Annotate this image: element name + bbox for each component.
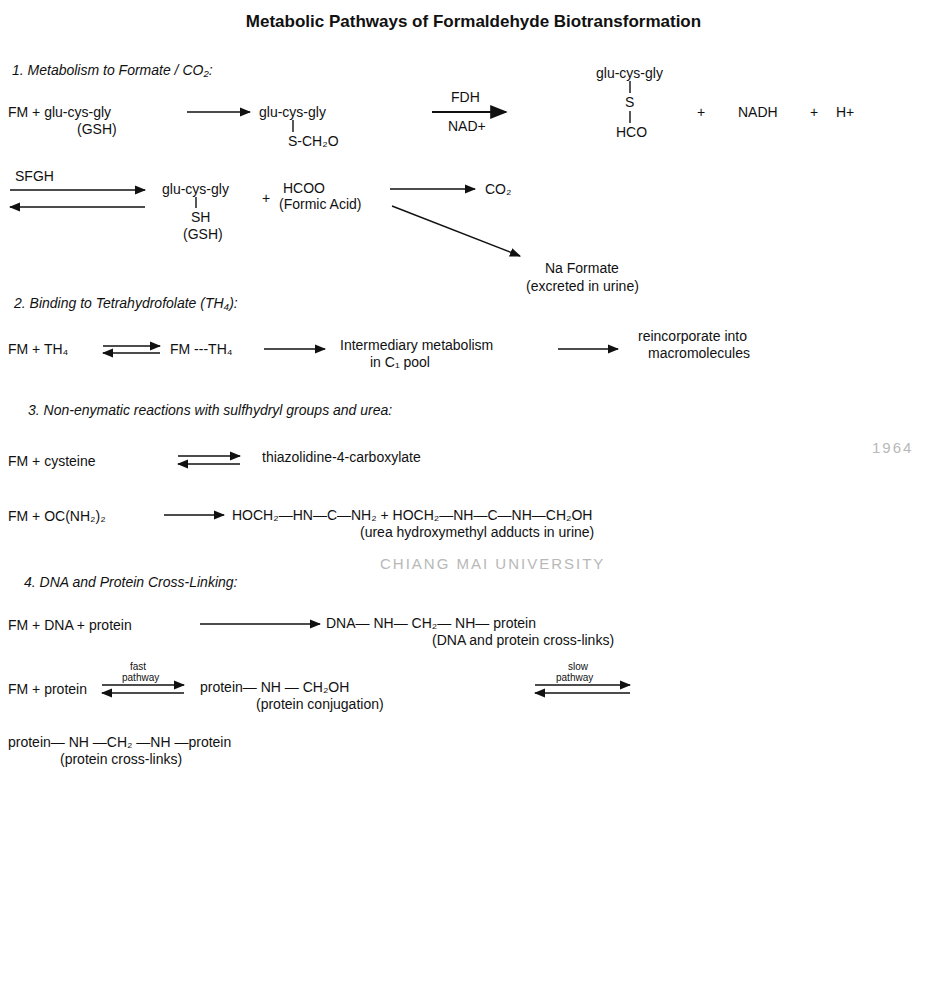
enzyme-label: SFGH: [15, 168, 54, 184]
reaction-arrow: [178, 463, 240, 464]
reaction-arrow: [187, 111, 250, 112]
reaction-arrow: [10, 189, 145, 190]
bond-line: [292, 120, 293, 132]
watermark: CHIANG MAI UNIVERSITY: [380, 556, 605, 572]
reactant: FM + cysteine: [8, 453, 96, 469]
reactant: FM + TH₄: [8, 341, 68, 357]
product: NADH: [738, 104, 778, 120]
pathway-label: pathway: [556, 672, 593, 683]
reactant: FM + glu-cys-gly: [8, 104, 111, 120]
outcome-label: reincorporate into: [638, 328, 747, 344]
reaction-arrow: [10, 206, 145, 207]
reaction-arrow: [535, 684, 630, 685]
reaction-arrow: [535, 692, 630, 693]
product: HCOO: [283, 180, 325, 196]
complex: FM ---TH₄: [170, 341, 232, 357]
product: Na Formate: [545, 260, 619, 276]
pathway-label: pathway: [122, 672, 159, 683]
product: thiazolidine-4-carboxylate: [262, 449, 421, 465]
reaction-arrow: [390, 188, 475, 189]
product: HOCH₂—HN—C—NH₂ + HOCH₂—NH—C—NH—CH₂OH: [232, 507, 592, 523]
product-note: (urea hydroxymethyl adducts in urine): [360, 524, 594, 540]
reaction-arrow: [103, 352, 160, 353]
product: DNA— NH— CH₂— NH— protein: [326, 615, 536, 631]
reactant: FM + OC(NH₂)₂: [8, 508, 106, 524]
reactant: FM + DNA + protein: [8, 617, 132, 633]
reaction-arrow: [432, 111, 506, 113]
product: H+: [836, 104, 854, 120]
molecule-group: SH: [191, 209, 210, 225]
reaction-arrow: [558, 348, 618, 349]
pathway-label: slow: [568, 661, 588, 672]
abbreviation: (GSH): [77, 121, 117, 137]
section-heading: 2. Binding to Tetrahydrofolate (TH₄):: [14, 295, 238, 311]
watermark: 1964: [872, 440, 913, 456]
process-label: in C₁ pool: [370, 354, 430, 370]
section-heading: 4. DNA and Protein Cross-Linking:: [24, 574, 237, 590]
bond-line: [195, 197, 196, 208]
product: protein— NH — CH₂OH: [200, 679, 349, 695]
reaction-arrow: [103, 345, 160, 346]
molecule-group: S-CH₂O: [288, 133, 339, 149]
product-note: (Formic Acid): [279, 196, 361, 212]
product-note: (excreted in urine): [526, 278, 639, 294]
reaction-arrow: [102, 692, 184, 693]
molecule-group: S: [625, 94, 634, 110]
pathway-label: fast: [130, 661, 146, 672]
abbreviation: (GSH): [183, 226, 223, 242]
bond-line: [629, 81, 630, 93]
reaction-arrow: [264, 348, 325, 349]
bond-line: [629, 111, 630, 123]
plus-sign: +: [262, 190, 270, 206]
product-note: (protein cross-links): [60, 751, 182, 767]
reaction-arrow: [164, 514, 224, 515]
product: protein— NH —CH₂ —NH —protein: [8, 734, 231, 750]
molecule: glu-cys-gly: [162, 181, 229, 197]
reaction-arrow: [392, 206, 520, 256]
diagram-title: Metabolic Pathways of Formaldehyde Biotr…: [246, 12, 701, 32]
molecule-group: HCO: [616, 124, 647, 140]
reaction-arrow: [178, 455, 240, 456]
process-label: Intermediary metabolism: [340, 337, 493, 353]
reaction-arrow: [102, 684, 184, 685]
section-heading: 3. Non-enymatic reactions with sulfhydry…: [28, 402, 392, 418]
molecule: glu-cys-gly: [259, 104, 326, 120]
product-note: (DNA and protein cross-links): [432, 632, 614, 648]
section-heading: 1. Metabolism to Formate / CO₂:: [12, 62, 213, 78]
plus-sign: +: [697, 104, 705, 120]
plus-sign: +: [810, 104, 818, 120]
molecule: glu-cys-gly: [596, 65, 663, 81]
outcome-label: macromolecules: [648, 345, 750, 361]
product-note: (protein conjugation): [256, 696, 384, 712]
reactant: FM + protein: [8, 681, 87, 697]
reaction-arrow: [200, 623, 320, 624]
enzyme-label: FDH: [451, 89, 480, 105]
product: CO₂: [485, 181, 511, 197]
cofactor-label: NAD+: [448, 118, 486, 134]
